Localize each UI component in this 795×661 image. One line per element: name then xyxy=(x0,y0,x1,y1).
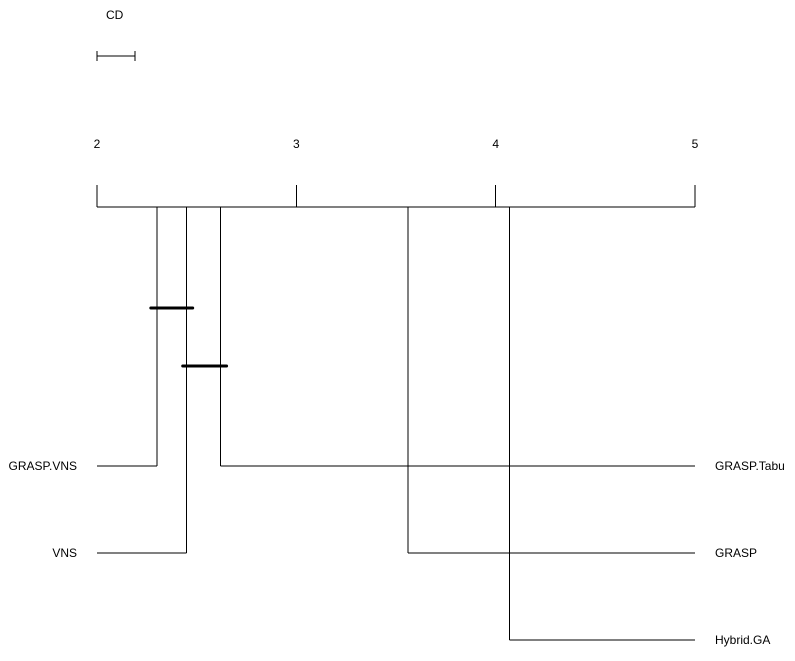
method-label-grasp: GRASP xyxy=(715,546,757,560)
axis-tick-label: 3 xyxy=(293,137,300,151)
cd-legend: CD xyxy=(96,8,136,61)
axis-tick-label: 2 xyxy=(94,137,101,151)
cd-groups xyxy=(149,306,229,368)
method-label-vns: VNS xyxy=(52,546,77,560)
method-label-hybrid-ga: Hybrid.GA xyxy=(715,633,770,647)
axis-tick-label: 4 xyxy=(492,137,499,151)
rank-axis: 2 3 4 5 xyxy=(94,137,699,208)
method-label-grasp-vns: GRASP.VNS xyxy=(9,459,77,473)
method-label-grasp-tabu: GRASP.Tabu xyxy=(715,459,785,473)
axis-tick-label: 5 xyxy=(692,137,699,151)
cd-label: CD xyxy=(106,8,124,22)
